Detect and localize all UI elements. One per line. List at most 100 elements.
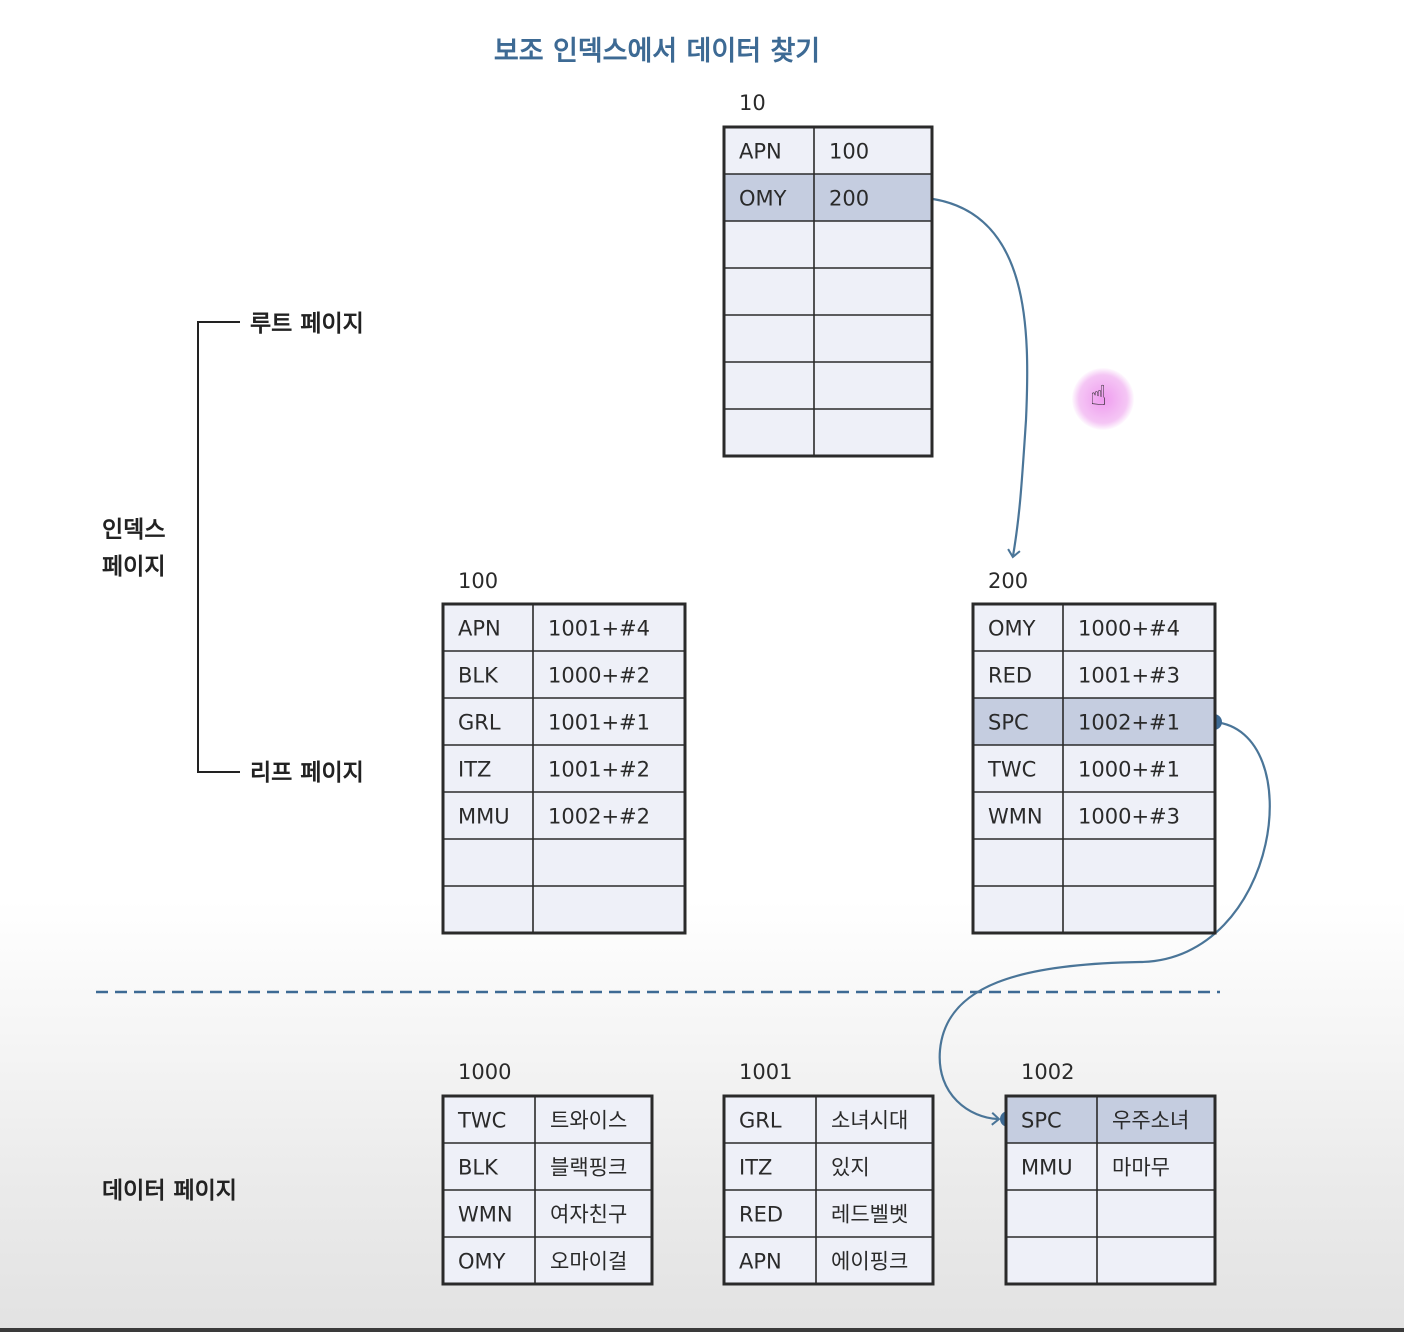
page-row: GRL 1001+#1 (458, 711, 650, 735)
row-value: 블랙핑크 (550, 1156, 627, 1180)
row-value: 200 (829, 187, 869, 211)
row-value: 있지 (831, 1156, 870, 1180)
row-value: 100 (829, 140, 869, 164)
row-key: MMU (1021, 1156, 1073, 1180)
row-value: 1001+#1 (548, 711, 650, 735)
row-key: OMY (988, 617, 1036, 641)
page-border (722, 125, 934, 458)
page-border (971, 602, 1217, 935)
root-page-label: 루트 페이지 (250, 311, 364, 337)
page-row: RED 1001+#3 (988, 664, 1180, 688)
row-key: WMN (988, 805, 1043, 829)
page-border (441, 602, 687, 935)
row-value: 1001+#4 (548, 617, 650, 641)
page-border (441, 1094, 654, 1286)
page-row: WMN 1000+#3 (988, 805, 1180, 829)
row-key: WMN (458, 1203, 513, 1227)
row-key: APN (739, 140, 782, 164)
page-number: 1001 (739, 1060, 792, 1084)
row-key: OMY (739, 187, 787, 211)
page-number: 10 (739, 91, 766, 115)
row-value: 오마이걸 (550, 1250, 627, 1274)
row-value: 1001+#2 (548, 758, 650, 782)
row-value: 레드벨벳 (831, 1203, 908, 1227)
row-value: 1000+#3 (1078, 805, 1180, 829)
page-number: 100 (458, 569, 498, 593)
index-bracket (197, 321, 240, 773)
root-to-leaf-arrow (932, 197, 1029, 559)
index-page-label-line1: 인덱스 (102, 517, 165, 543)
page-border (1004, 1094, 1217, 1286)
cursor-highlight: ☝ (1072, 368, 1134, 430)
row-value: 에이핑크 (831, 1250, 908, 1274)
leaf-page-label: 리프 페이지 (250, 760, 364, 786)
row-key: RED (988, 664, 1032, 688)
page-row: GRL 소녀시대 (739, 1109, 908, 1133)
row-key: BLK (458, 1156, 499, 1180)
bottom-bar (0, 1328, 1404, 1332)
row-value: 우주소녀 (1112, 1109, 1189, 1133)
row-highlight (973, 698, 1215, 745)
page-row: OMY 1000+#4 (988, 617, 1180, 641)
row-highlight (1006, 1096, 1215, 1143)
row-value: 1001+#3 (1078, 664, 1180, 688)
page-row: WMN 여자친구 (458, 1203, 627, 1227)
page-row: APN 에이핑크 (739, 1250, 908, 1274)
index-page-label-line2: 페이지 (102, 554, 165, 580)
page-row: BLK 1000+#2 (458, 664, 650, 688)
row-key: GRL (458, 711, 501, 735)
row-value: 마마무 (1112, 1156, 1170, 1180)
row-value: 트와이스 (550, 1109, 627, 1133)
row-key: ITZ (458, 758, 491, 782)
page-number: 1000 (458, 1060, 511, 1084)
page-background (443, 604, 685, 933)
leaf-to-data-arrow (938, 720, 1271, 1126)
row-key: GRL (739, 1109, 782, 1133)
row-key: APN (458, 617, 501, 641)
page-row: OMY 200 (724, 174, 932, 221)
row-key: OMY (458, 1250, 506, 1274)
row-key: MMU (458, 805, 510, 829)
page-row: APN 1001+#4 (458, 617, 650, 641)
row-value: 1002+#1 (1078, 711, 1180, 735)
page-row: OMY 오마이걸 (458, 1250, 627, 1274)
row-highlight (724, 174, 932, 221)
page-row: MMU 마마무 (1021, 1156, 1170, 1180)
page-row: SPC 우주소녀 (1006, 1096, 1215, 1143)
page-number: 200 (988, 569, 1028, 593)
page-row: ITZ 있지 (739, 1156, 870, 1180)
row-key: RED (739, 1203, 783, 1227)
page-row: APN 100 (739, 140, 869, 164)
row-key: SPC (1021, 1109, 1062, 1133)
row-value: 1000+#2 (548, 664, 650, 688)
row-value: 1002+#2 (548, 805, 650, 829)
row-key: BLK (458, 664, 499, 688)
page-row: MMU 1002+#2 (458, 805, 650, 829)
row-value: 여자친구 (550, 1203, 627, 1227)
page-row: SPC 1002+#1 (973, 698, 1215, 745)
page-row: RED 레드벨벳 (739, 1203, 908, 1227)
row-key: ITZ (739, 1156, 772, 1180)
row-key: TWC (457, 1109, 506, 1133)
row-key: TWC (987, 758, 1036, 782)
row-value: 소녀시대 (831, 1109, 908, 1133)
hand-cursor-icon: ☝ (1090, 379, 1108, 412)
row-key: SPC (988, 711, 1029, 735)
row-value: 1000+#4 (1078, 617, 1180, 641)
row-key: APN (739, 1250, 782, 1274)
page-row: TWC 트와이스 (457, 1109, 627, 1133)
data-page-label: 데이터 페이지 (102, 1178, 237, 1204)
page-border (722, 1094, 935, 1286)
page-background (973, 604, 1215, 933)
diagram-title: 보조 인덱스에서 데이터 찾기 (494, 36, 820, 67)
page-row: BLK 블랙핑크 (458, 1156, 627, 1180)
